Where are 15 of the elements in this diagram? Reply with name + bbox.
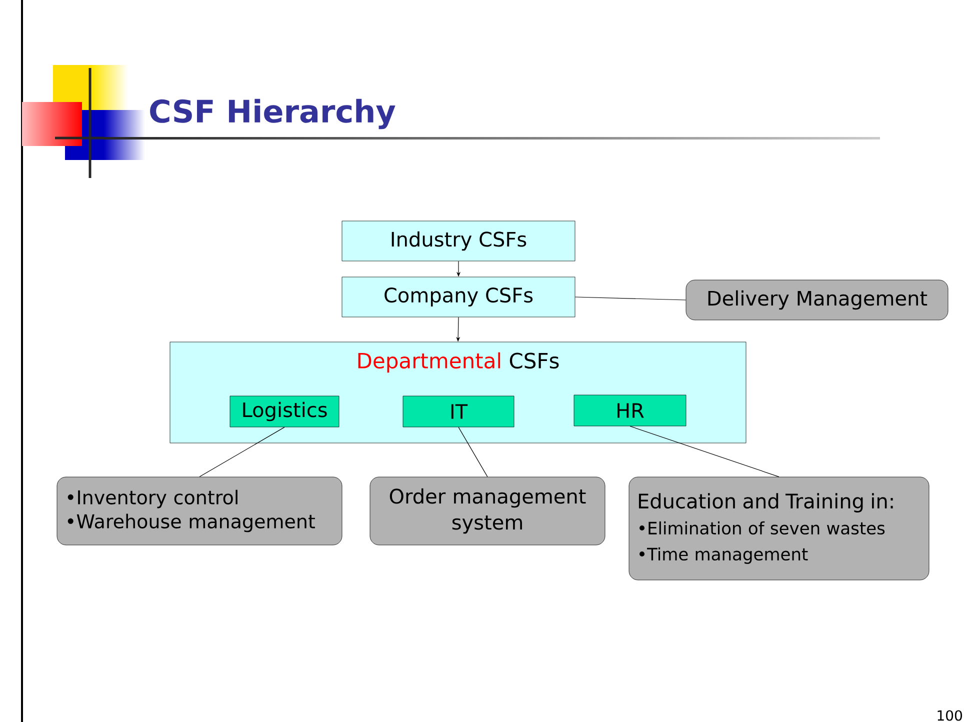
callout-box: Education and Training in: •Elimination of seven wastes •Time management <box>628 476 930 580</box>
department-box: HR <box>574 394 686 426</box>
department-box: IT <box>402 396 514 428</box>
connector <box>574 296 686 300</box>
connector <box>199 426 285 478</box>
department-box: Logistics <box>230 396 340 428</box>
callout-box: Order management system <box>370 476 606 546</box>
title: CSF Hierarchy <box>150 98 396 130</box>
process-box: Company CSFs <box>342 276 576 318</box>
callout-box: •Inventory control •Warehouse management <box>56 476 342 546</box>
connector <box>630 426 780 478</box>
process-box: Industry CSFs <box>342 220 576 262</box>
callout-box: Delivery Management <box>686 280 948 320</box>
connector <box>458 426 488 478</box>
page-number: 100 <box>938 710 962 721</box>
